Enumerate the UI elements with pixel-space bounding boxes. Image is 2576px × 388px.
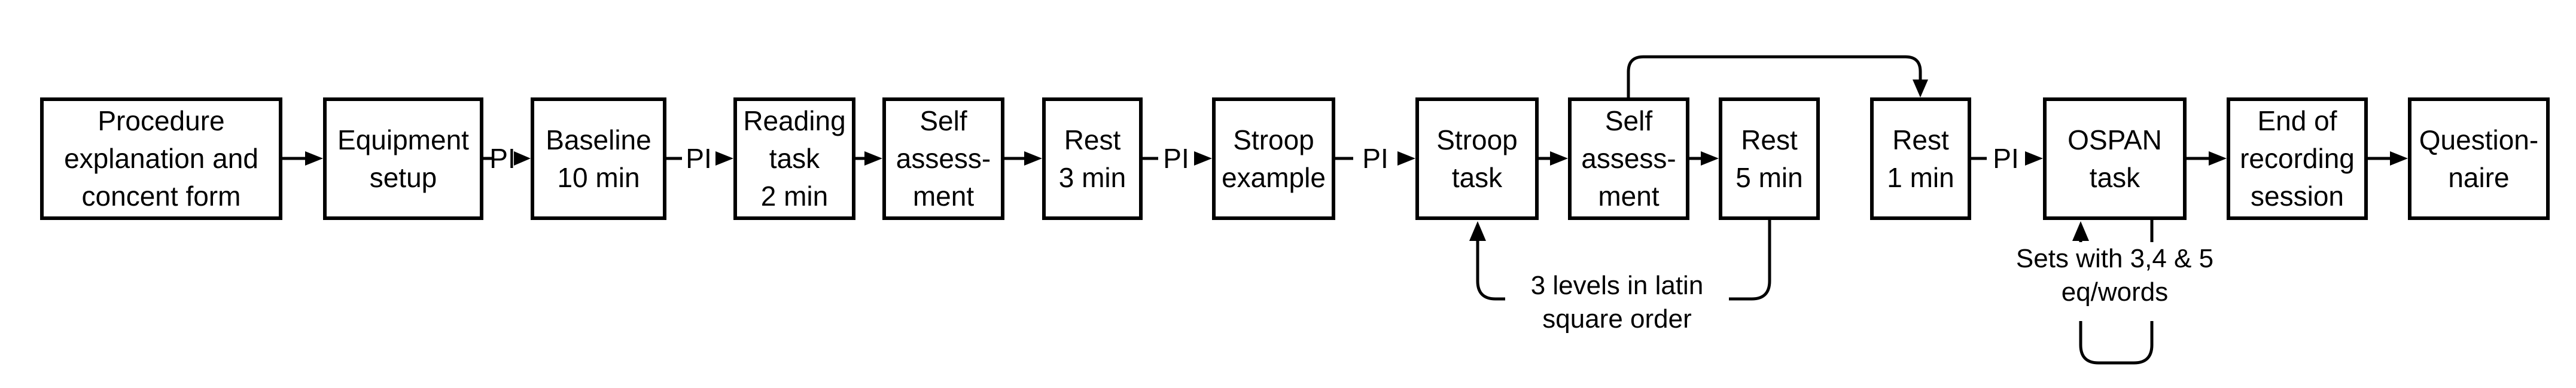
arrow-self-assessment-1-to-rest-3min [1004, 151, 1042, 166]
flow-box-procedure-explanation: Procedure explanation and concent form [40, 97, 282, 220]
flow-box-label: Baseline 10 min [546, 124, 651, 193]
flow-box-label: OSPAN task [2068, 124, 2162, 193]
pi-connector-label: PI [1993, 143, 2019, 174]
flow-box-label: Procedure explanation and concent form [64, 105, 258, 212]
flow-box-label: Self assess- ment [1581, 105, 1676, 212]
flow-box-questionnaire: Question- naire [2408, 97, 2550, 220]
flow-box-stroop-example: Stroop example [1212, 97, 1335, 220]
flow-box-ospan-task: OSPAN task [2043, 97, 2187, 220]
pi-arrow-equipment-to-baseline [483, 151, 531, 166]
arrow-self-assessment-2-to-rest-5min [1689, 151, 1719, 166]
arrow-end-recording-to-questionnaire [2368, 151, 2408, 166]
annotation-text: 3 levels in latin square order [1530, 271, 1704, 334]
loop-ospan-task [2072, 220, 2154, 365]
loop-rest-5min-to-stroop-task [1469, 220, 1771, 301]
annotation-text: Sets with 3,4 & 5 eq/words [2015, 244, 2214, 307]
flow-box-label: Question- naire [2419, 124, 2539, 193]
pi-connector-label: PI [489, 143, 516, 174]
pi-arrow-baseline-to-reading [666, 151, 733, 166]
pi-connector-label: PI [1362, 143, 1389, 174]
pi-connector-label: PI [1163, 143, 1189, 174]
skip-arrow-self-assessment-to-rest-1min [1627, 55, 1928, 97]
pi-arrow-rest-3min-to-stroop-example [1143, 151, 1212, 166]
flow-box-label: Reading task 2 min [743, 105, 846, 212]
flow-box-self-assessment-2: Self assess- ment [1568, 97, 1689, 220]
pi-connector-label: PI [686, 143, 712, 174]
annotation-stroop-latin-square: 3 levels in latin square order [1506, 269, 1728, 336]
arrow-reading-to-self-assessment-1 [855, 151, 882, 166]
arrow-ospan-to-end-recording [2187, 151, 2227, 166]
flow-box-label: Rest 5 min [1735, 124, 1803, 193]
flow-box-reading-task: Reading task 2 min [733, 97, 855, 220]
flow-box-self-assessment-1: Self assess- ment [882, 97, 1004, 220]
flow-box-label: Rest 3 min [1058, 124, 1126, 193]
arrow-stroop-task-to-self-assessment-2 [1539, 151, 1568, 166]
flow-box-label: Stroop task [1436, 124, 1518, 193]
pi-arrow-stroop-example-to-stroop-task [1335, 151, 1415, 166]
flow-box-rest-3min: Rest 3 min [1042, 97, 1143, 220]
flow-box-equipment-setup: Equipment setup [323, 97, 483, 220]
flow-box-rest-5min: Rest 5 min [1719, 97, 1820, 220]
flow-box-label: Equipment setup [337, 124, 469, 193]
flow-box-rest-1min: Rest 1 min [1870, 97, 1971, 220]
flow-box-label: Rest 1 min [1887, 124, 1954, 193]
flow-box-baseline: Baseline 10 min [531, 97, 666, 220]
pi-arrow-rest-1min-to-ospan [1971, 151, 2043, 166]
arrow-procedure-to-equipment [282, 151, 323, 166]
flow-box-label: End of recording session [2240, 105, 2355, 212]
annotation-ospan-sets: Sets with 3,4 & 5 eq/words [1989, 242, 2240, 321]
flow-box-label: Stroop example [1222, 124, 1326, 193]
flow-box-stroop-task: Stroop task [1415, 97, 1539, 220]
flow-box-end-of-recording: End of recording session [2227, 97, 2368, 220]
flow-box-label: Self assess- ment [896, 105, 991, 212]
